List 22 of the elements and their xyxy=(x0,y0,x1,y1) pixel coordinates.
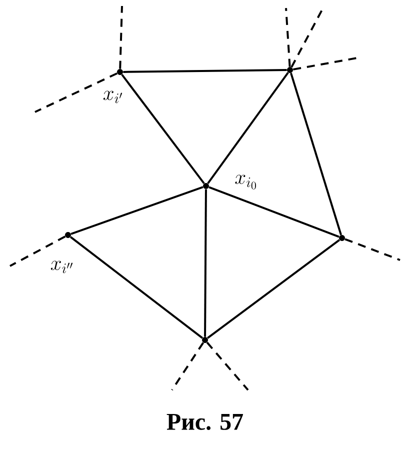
dashed-line xyxy=(119,6,123,69)
dashed-line xyxy=(285,8,291,67)
edge-line xyxy=(207,72,289,184)
edge-line xyxy=(123,69,287,73)
dashed-line xyxy=(344,238,400,261)
edge-line xyxy=(204,189,207,337)
vertex-label: $x_{i_0}$ xyxy=(235,174,256,190)
dashed-line xyxy=(206,342,249,391)
vertex-label: $x_{i''}$ xyxy=(50,260,73,274)
vertex-label: $x_{i'}$ xyxy=(103,90,122,104)
dashed-line xyxy=(10,236,66,267)
edge-line xyxy=(121,74,205,184)
edge-line xyxy=(208,186,340,238)
dashed-line xyxy=(34,72,118,113)
dashed-line xyxy=(292,57,358,70)
edge-line xyxy=(290,72,342,236)
dashed-line xyxy=(171,342,204,391)
edge-line xyxy=(70,236,204,339)
caption: Рис. 57 xyxy=(166,414,243,430)
edge-line xyxy=(70,186,204,235)
edge-line xyxy=(206,239,340,339)
dashed-line xyxy=(290,10,323,68)
